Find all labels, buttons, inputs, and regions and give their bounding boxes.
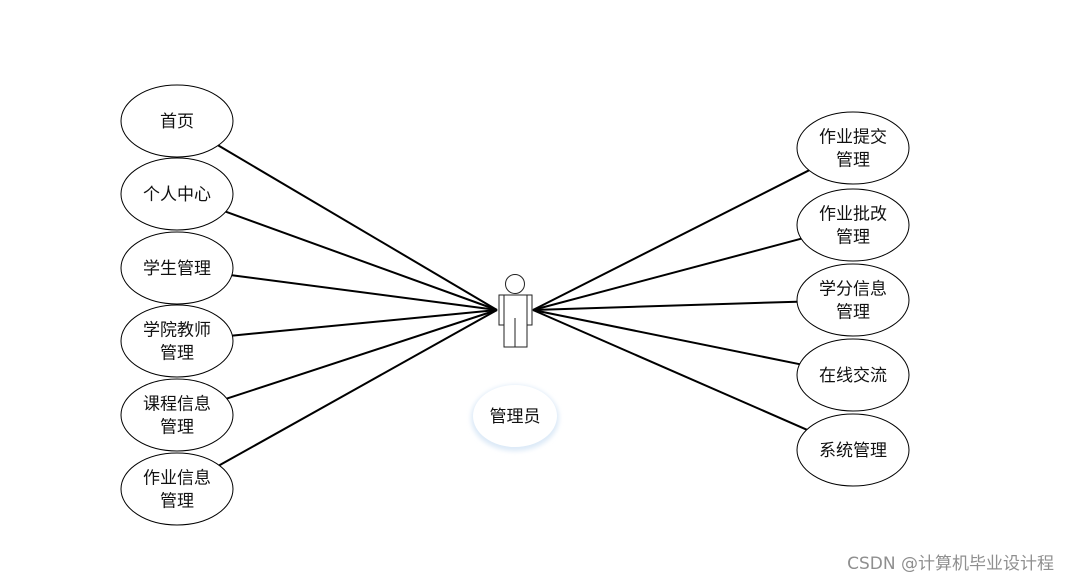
association-line-right-1	[532, 169, 810, 311]
use-case-label: 作业提交	[819, 128, 887, 148]
use-case-right-4: 在线交流	[796, 338, 910, 412]
use-case-ellipse	[120, 452, 234, 526]
use-case-ellipse	[796, 413, 910, 487]
use-case-left-3: 学生管理	[120, 231, 234, 305]
use-case-ellipse	[120, 231, 234, 305]
use-case-ellipse	[120, 157, 234, 231]
association-line-left-1	[217, 144, 498, 311]
association-line-right-2	[532, 237, 802, 311]
use-case-label: 作业信息	[143, 469, 211, 489]
use-case-ellipse	[796, 338, 910, 412]
association-line-left-3	[231, 274, 498, 311]
association-line-left-6	[218, 309, 498, 467]
association-line-left-4	[232, 309, 498, 337]
use-case-label: 学院教师	[143, 321, 211, 341]
use-case-ellipse	[796, 263, 910, 337]
use-case-label: 管理	[160, 492, 194, 512]
actor-label: 管理员	[490, 407, 541, 427]
use-case-label: 学生管理	[143, 259, 211, 279]
use-case-label: 个人中心	[143, 185, 211, 205]
use-case-label: 管理	[160, 344, 194, 364]
association-line-left-2	[225, 210, 498, 311]
actor-label-ellipse	[473, 385, 557, 447]
use-case-ellipse	[120, 304, 234, 378]
use-case-ellipse	[120, 378, 234, 452]
use-case-label: 管理	[836, 228, 870, 248]
association-line-right-3	[532, 300, 798, 311]
use-case-label: 在线交流	[819, 366, 887, 386]
use-case-label: 管理	[836, 151, 870, 171]
use-case-ellipse	[796, 111, 910, 185]
use-case-label: 首页	[160, 112, 194, 132]
use-case-label: 管理	[160, 418, 194, 438]
actor-icon	[498, 274, 533, 348]
use-cases: 首页个人中心学生管理学院教师管理课程信息管理作业信息管理作业提交管理作业批改管理…	[120, 84, 910, 526]
use-case-label: 系统管理	[819, 441, 887, 461]
association-line-right-4	[532, 309, 800, 366]
use-case-left-1: 首页	[120, 84, 234, 158]
actor-admin: 管理员	[471, 274, 559, 451]
use-case-label: 管理	[836, 303, 870, 323]
use-case-right-5: 系统管理	[796, 413, 910, 487]
use-case-label: 作业批改	[819, 205, 887, 225]
watermark: CSDN @计算机毕业设计程	[847, 554, 1054, 574]
association-line-right-5	[532, 309, 808, 431]
use-case-left-2: 个人中心	[120, 157, 234, 231]
association-lines	[217, 144, 810, 467]
use-case-ellipse	[796, 188, 910, 262]
use-case-label: 学分信息	[819, 280, 887, 300]
association-line-left-5	[226, 309, 498, 400]
use-case-ellipse	[120, 84, 234, 158]
use-case-label: 课程信息	[143, 395, 211, 415]
